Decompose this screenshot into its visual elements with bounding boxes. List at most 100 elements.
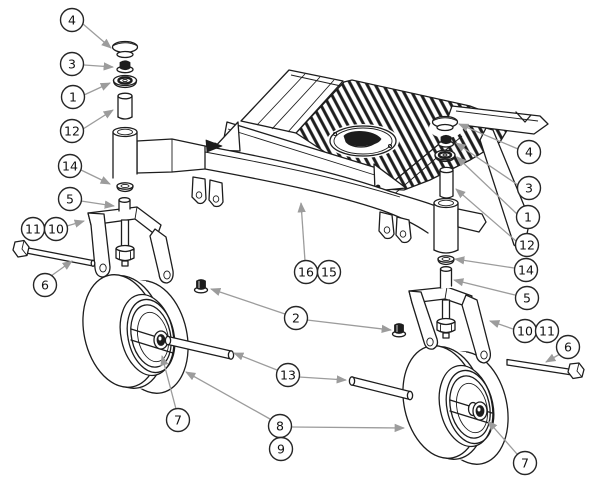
- callout-15: 15: [316, 259, 342, 285]
- callout-7-left: 7: [165, 407, 191, 433]
- callout-4-left-label: 4: [68, 13, 76, 28]
- callout-12-right-label: 12: [519, 238, 535, 253]
- callout-1-right: 1: [515, 204, 541, 230]
- frame-right-stub: [457, 208, 487, 233]
- callout-16-label: 16: [298, 265, 314, 280]
- callout-3-right: 3: [516, 175, 542, 201]
- right-installed-stack: [429, 115, 463, 199]
- callout-10-right-label: 10: [517, 324, 533, 339]
- callout-11-right: 11: [534, 318, 560, 344]
- callout-8: 8: [267, 413, 293, 439]
- callout-14-right-circle: [513, 257, 539, 283]
- leader-lines: [50, 23, 561, 455]
- callout-1-left: 1: [60, 84, 86, 110]
- left-dust-cap: [111, 40, 139, 59]
- callout-12-left-label: 12: [64, 124, 80, 139]
- left-fork-stem: [115, 197, 135, 267]
- callout-7-left-label: 7: [174, 413, 182, 428]
- callout-8-label: 8: [276, 419, 284, 434]
- callout-16: 16: [293, 259, 319, 285]
- callout-15-label: 15: [321, 265, 337, 280]
- callout-2-circle: [283, 305, 309, 331]
- callout-5-left-circle: [57, 186, 83, 212]
- callout-4-right-label: 4: [525, 145, 533, 160]
- deck-spindle-pulley: [327, 124, 399, 158]
- callout-11-left-label: 11: [25, 222, 41, 237]
- left-spacer: [117, 92, 133, 120]
- callout-4-right: 4: [516, 139, 542, 165]
- frame-mounting-tabs: [191, 176, 412, 244]
- callout-13-circle: [275, 362, 301, 388]
- left-exploded-stack: [111, 40, 139, 120]
- callout-7-left-circle: [165, 407, 191, 433]
- callout-1-right-circle: [515, 204, 541, 230]
- callout-4-left: 4: [59, 7, 85, 33]
- callout-2: 2: [283, 305, 309, 331]
- callout-3-left-circle: [59, 51, 85, 77]
- right-hub: [449, 399, 493, 425]
- callout-10-left: 10: [43, 216, 69, 242]
- callout-3-right-circle: [516, 175, 542, 201]
- callout-9-label: 9: [277, 442, 285, 457]
- left-axle-shaft: [164, 335, 235, 360]
- right-axle-bolt: [506, 358, 585, 380]
- right-caster-tower: [433, 197, 459, 254]
- left-washer: [116, 182, 134, 193]
- callout-11-left: 11: [20, 216, 46, 242]
- callout-7-right: 7: [512, 450, 538, 476]
- right-dust-cap: [431, 115, 459, 132]
- right-spacer: [439, 166, 454, 199]
- callout-5-right: 5: [514, 285, 540, 311]
- callout-9-circle: [268, 436, 294, 462]
- callout-12-right-circle: [514, 232, 540, 258]
- left-flange-locknut: [193, 279, 209, 294]
- right-wheel: [402, 345, 509, 465]
- callout-1-right-label: 1: [524, 210, 532, 225]
- callout-3-right-label: 3: [525, 181, 533, 196]
- callout-11-right-circle: [534, 318, 560, 344]
- right-axle-shaft: [348, 376, 414, 401]
- right-fork-stem: [436, 266, 456, 339]
- left-axle-bolt: [12, 239, 96, 267]
- deck-chute-panel: [240, 69, 344, 134]
- callout-10-left-label: 10: [48, 222, 64, 237]
- callout-13-label: 13: [280, 368, 296, 383]
- callout-5-right-label: 5: [523, 291, 531, 306]
- right-spindle-nut: [437, 134, 455, 148]
- callout-2-label: 2: [292, 311, 300, 326]
- left-bearing: [112, 74, 138, 89]
- callout-14-right-label: 14: [518, 263, 534, 278]
- right-bearing: [434, 149, 456, 163]
- callout-5-left-label: 5: [66, 192, 74, 207]
- callout-12-left-circle: [59, 118, 85, 144]
- left-spindle-nut: [116, 60, 134, 74]
- left-wheel: [82, 274, 189, 394]
- callout-7-right-label: 7: [521, 456, 529, 471]
- callout-6-left-circle: [32, 272, 58, 298]
- callout-14-left-label: 14: [62, 159, 78, 174]
- callout-10-left-circle: [43, 216, 69, 242]
- callout-6-right: 6: [555, 334, 581, 360]
- callout-1-left-label: 1: [69, 90, 77, 105]
- right-washer: [437, 255, 455, 266]
- callout-5-left: 5: [57, 186, 83, 212]
- frame-beam: [205, 146, 433, 233]
- right-caster-fork: [408, 255, 492, 364]
- callout-12-right: 12: [514, 232, 540, 258]
- left-caster-tower: [112, 126, 138, 179]
- callout-11-right-label: 11: [539, 324, 555, 339]
- caster-frame: [112, 126, 487, 254]
- deck-front-baffle: [211, 121, 407, 192]
- callout-9: 9: [268, 436, 294, 462]
- left-caster-fork: [87, 182, 174, 284]
- callout-4-right-circle: [516, 139, 542, 165]
- callout-3-left: 3: [59, 51, 85, 77]
- callout-6-right-circle: [555, 334, 581, 360]
- callout-15-circle: [316, 259, 342, 285]
- callout-3-left-label: 3: [68, 57, 76, 72]
- callout-14-left-circle: [57, 153, 83, 179]
- right-flange-locknut: [391, 323, 407, 338]
